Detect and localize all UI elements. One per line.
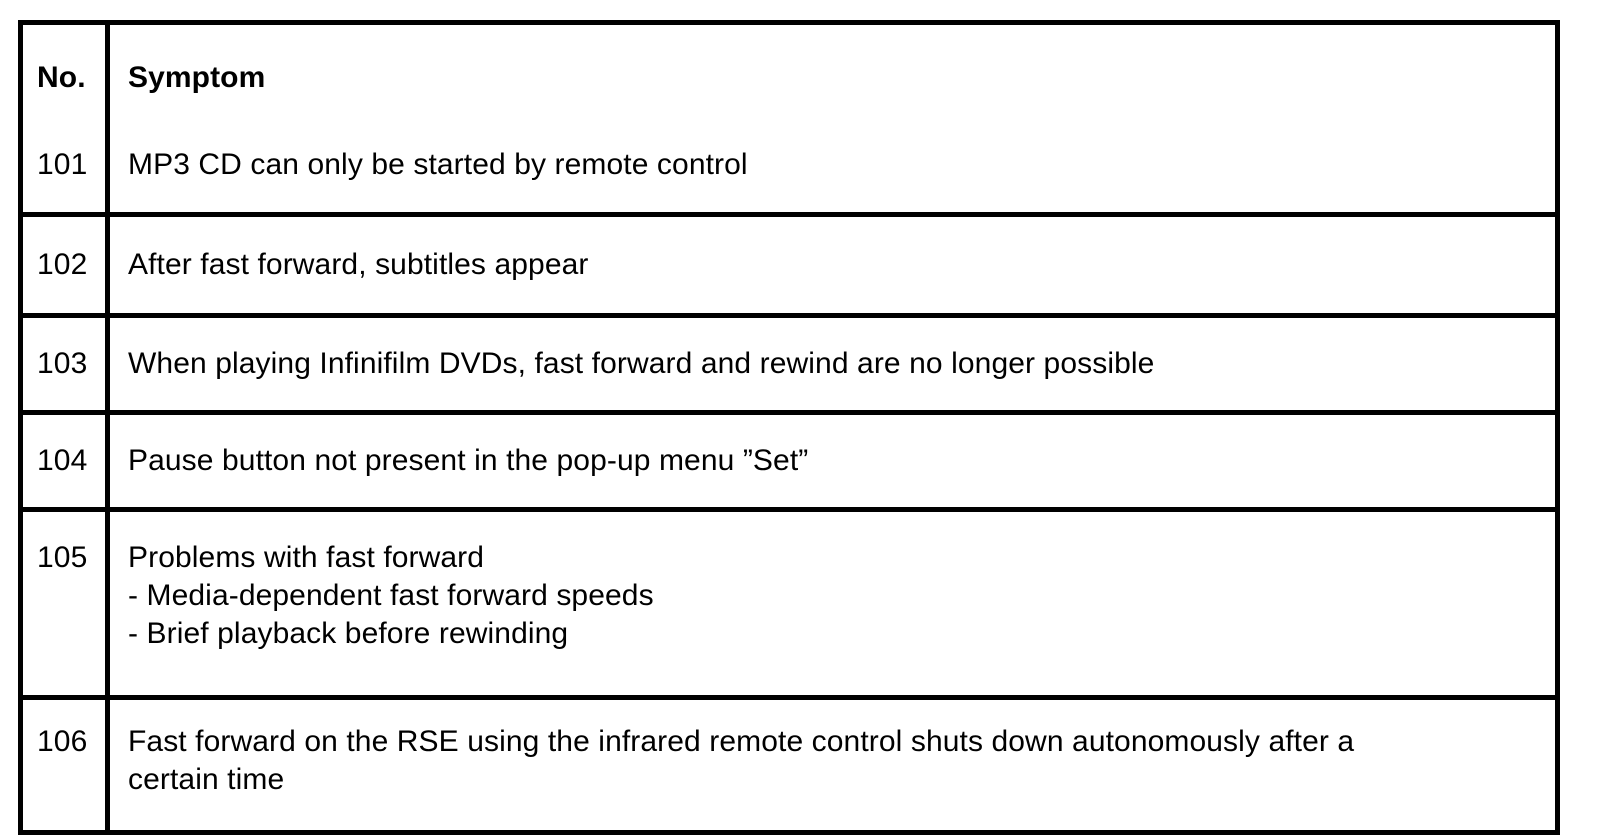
cell-no-105: 105 bbox=[20, 509, 110, 698]
column-header-no-label: No. bbox=[37, 61, 86, 94]
cell-symptom-103: When playing Infinifilm DVDs, fast forwa… bbox=[107, 315, 1558, 413]
table-row: 106 Fast forward on the RSE using the in… bbox=[20, 697, 1558, 833]
cell-no-101: 101 bbox=[20, 117, 110, 215]
table-header-row: No. Symptom bbox=[20, 22, 1558, 117]
row-number-104: 104 bbox=[37, 444, 88, 477]
cell-symptom-104: Pause button not present in the pop-up m… bbox=[107, 412, 1558, 510]
symptom-line: Problems with fast forward bbox=[128, 541, 485, 574]
symptom-bullet-line: - Brief playback before rewinding bbox=[128, 617, 569, 650]
column-header-no: No. bbox=[20, 22, 110, 117]
table-row: 103 When playing Infinifilm DVDs, fast f… bbox=[20, 315, 1558, 413]
symptom-line: MP3 CD can only be started by remote con… bbox=[128, 148, 748, 181]
cell-symptom-106: Fast forward on the RSE using the infrar… bbox=[107, 697, 1558, 833]
row-number-103: 103 bbox=[37, 347, 88, 380]
cell-symptom-101: MP3 CD can only be started by remote con… bbox=[107, 117, 1558, 215]
table-body: 101 MP3 CD can only be started by remote… bbox=[20, 117, 1558, 833]
row-number-101: 101 bbox=[37, 148, 88, 181]
column-header-symptom-label: Symptom bbox=[128, 61, 266, 94]
symptom-line: Fast forward on the RSE using the infrar… bbox=[128, 725, 1355, 758]
cell-no-104: 104 bbox=[20, 412, 110, 510]
column-header-symptom: Symptom bbox=[107, 22, 1558, 117]
symptom-text-103: When playing Infinifilm DVDs, fast forwa… bbox=[110, 318, 1555, 383]
symptom-text-104: Pause button not present in the pop-up m… bbox=[110, 415, 1555, 480]
row-number-106: 106 bbox=[37, 725, 88, 758]
table-row: 104 Pause button not present in the pop-… bbox=[20, 412, 1558, 510]
cell-no-106: 106 bbox=[20, 697, 110, 833]
table-row: 102 After fast forward, subtitles appear bbox=[20, 214, 1558, 316]
symptom-bullet-line: - Media-dependent fast forward speeds bbox=[128, 579, 654, 612]
symptom-table: No. Symptom 101 MP3 CD can only be start… bbox=[18, 20, 1560, 835]
cell-symptom-105: Problems with fast forward - Media-depen… bbox=[107, 509, 1558, 698]
row-number-105: 105 bbox=[37, 541, 88, 574]
row-number-102: 102 bbox=[37, 248, 88, 281]
symptom-line: Pause button not present in the pop-up m… bbox=[128, 444, 809, 477]
symptom-text-101: MP3 CD can only be started by remote con… bbox=[110, 117, 1555, 184]
symptom-text-106: Fast forward on the RSE using the infrar… bbox=[110, 700, 1555, 799]
table-row: 101 MP3 CD can only be started by remote… bbox=[20, 117, 1558, 215]
symptom-line: certain time bbox=[128, 763, 285, 796]
symptom-line: After fast forward, subtitles appear bbox=[128, 248, 589, 281]
symptom-text-102: After fast forward, subtitles appear bbox=[110, 217, 1555, 284]
symptom-text-105: Problems with fast forward - Media-depen… bbox=[110, 512, 1555, 653]
symptom-line: When playing Infinifilm DVDs, fast forwa… bbox=[128, 347, 1155, 380]
cell-symptom-102: After fast forward, subtitles appear bbox=[107, 214, 1558, 316]
cell-no-102: 102 bbox=[20, 214, 110, 316]
cell-no-103: 103 bbox=[20, 315, 110, 413]
table-header: No. Symptom bbox=[20, 22, 1558, 117]
table-row: 105 Problems with fast forward - Media-d… bbox=[20, 509, 1558, 698]
